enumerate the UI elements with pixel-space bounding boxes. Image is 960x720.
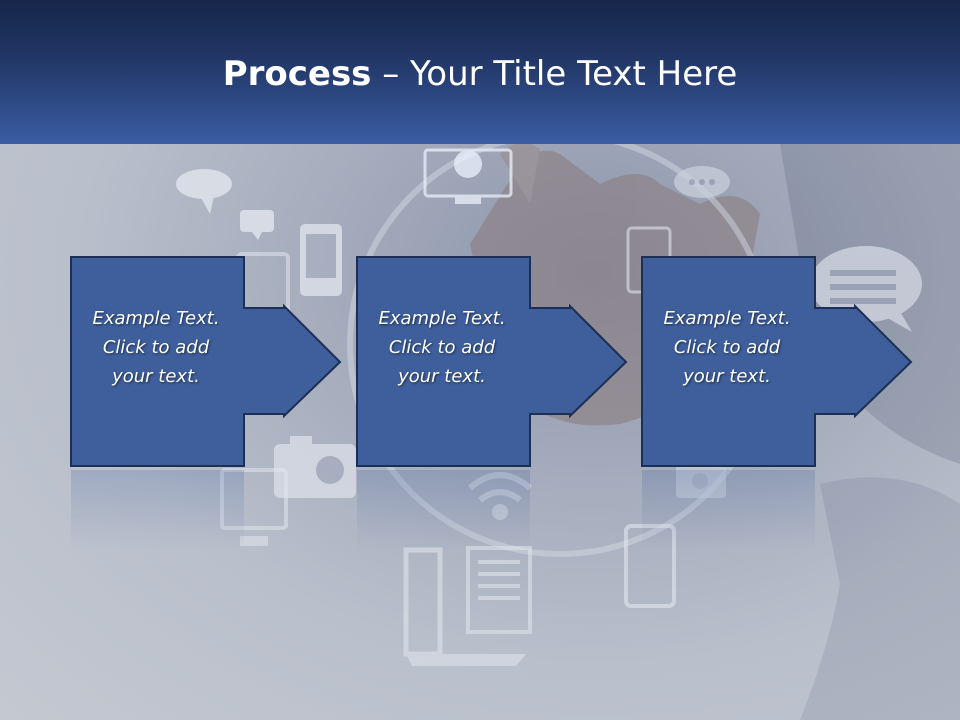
process-step-3[interactable]: Example Text. Click to add your text.	[641, 256, 913, 468]
step-text[interactable]: Example Text. Click to add your text.	[76, 304, 236, 391]
title-bar	[0, 0, 960, 144]
step-text-line: your text.	[683, 366, 771, 387]
step-text-line: Example Text.	[663, 308, 791, 329]
document-icon	[466, 546, 532, 634]
process-step-2[interactable]: Example Text. Click to add your text.	[356, 256, 628, 468]
step-reflection	[356, 470, 628, 550]
step-text-line: Click to add	[102, 337, 210, 358]
step-text-line: your text.	[112, 366, 200, 387]
step-text[interactable]: Example Text. Click to add your text.	[647, 304, 807, 391]
step-text-line: Click to add	[673, 337, 781, 358]
step-text-line: Example Text.	[92, 308, 220, 329]
step-text-line: Click to add	[388, 337, 496, 358]
title-bold: Process	[222, 54, 372, 94]
process-step-1[interactable]: Example Text. Click to add your text.	[70, 256, 342, 468]
step-reflection	[641, 470, 913, 550]
laptop-icon	[403, 547, 526, 666]
step-arrow-shape	[70, 256, 342, 467]
chat-bubble-icon	[810, 246, 922, 332]
step-text-line: your text.	[398, 366, 486, 387]
smartphone-icon	[300, 224, 342, 296]
step-reflection	[70, 470, 342, 550]
slide-title[interactable]: Process – Your Title Text Here	[0, 50, 960, 98]
step-arrow-shape	[356, 256, 628, 467]
monitor-icon	[423, 148, 513, 204]
camera-icon	[274, 436, 356, 498]
speech-bubbles-icon	[176, 169, 274, 240]
step-arrow-shape	[641, 256, 913, 467]
title-rest: – Your Title Text Here	[371, 54, 738, 94]
step-text-line: Example Text.	[378, 308, 506, 329]
step-text[interactable]: Example Text. Click to add your text.	[362, 304, 522, 391]
